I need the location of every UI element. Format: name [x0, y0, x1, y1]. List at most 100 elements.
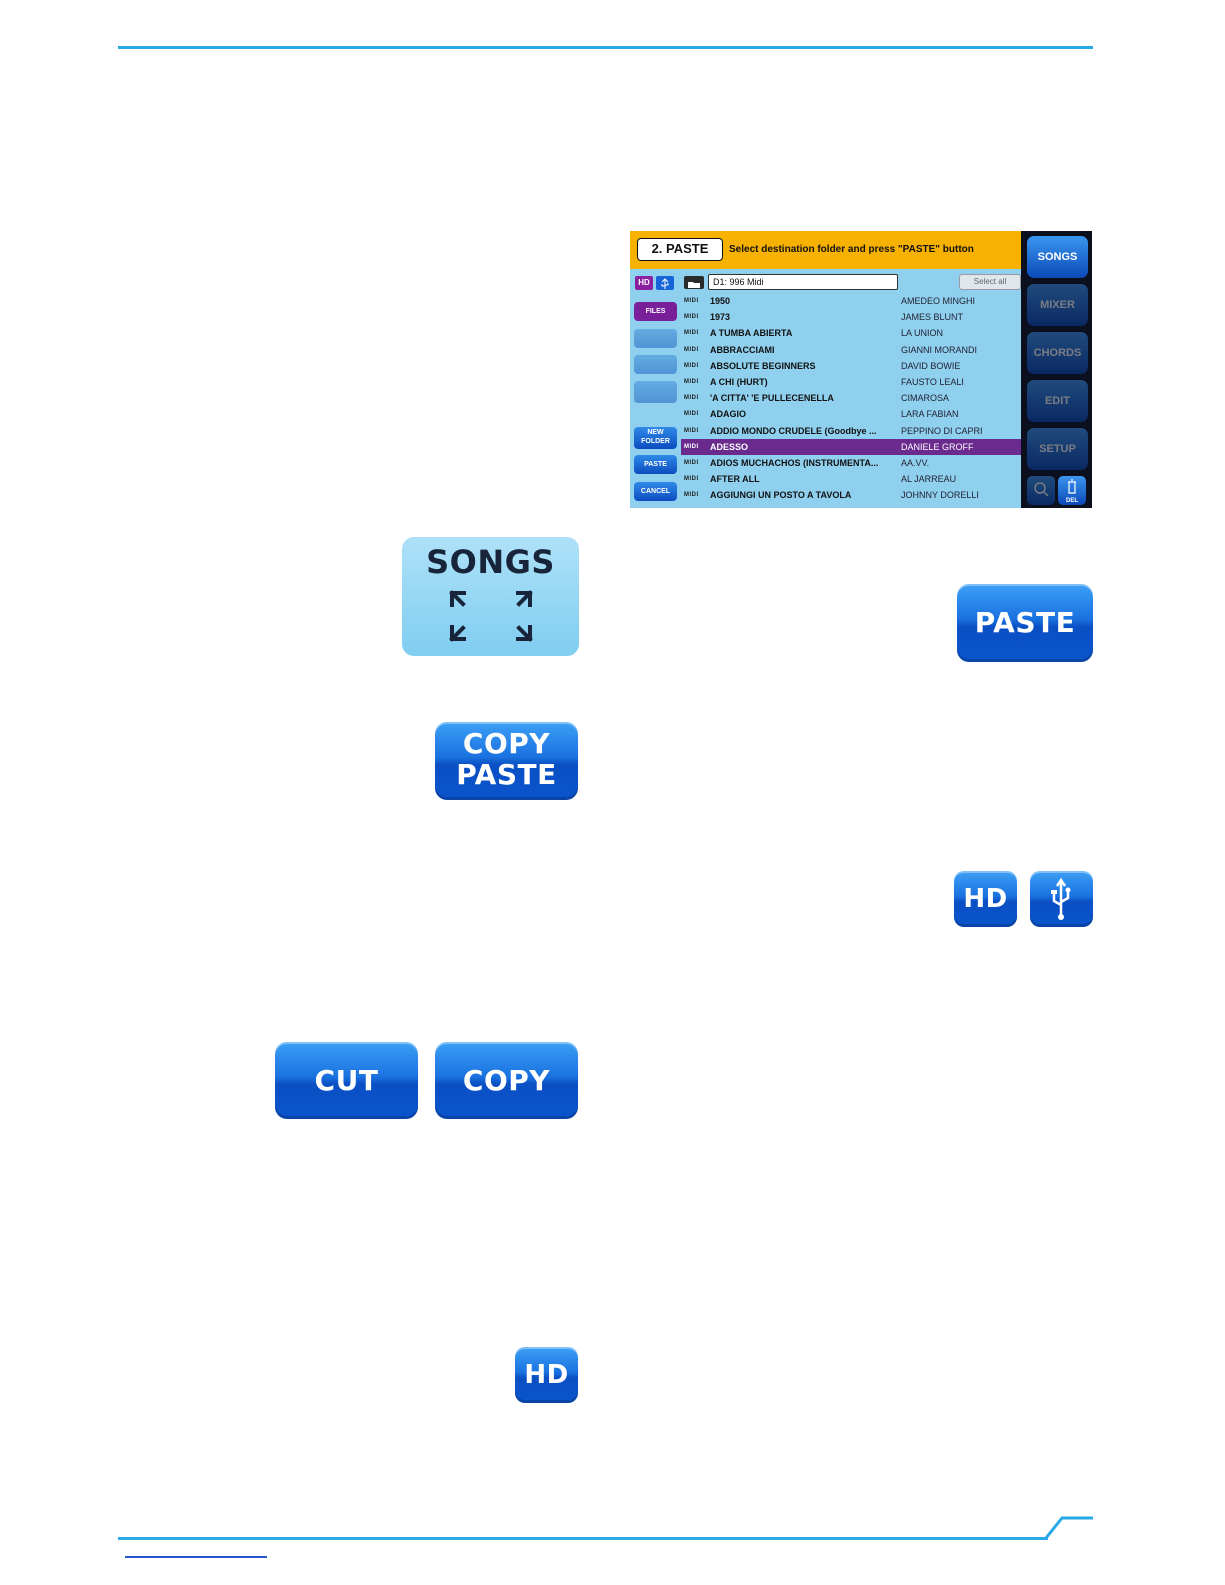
song-title: 1973 — [710, 312, 731, 323]
trash-icon — [1068, 479, 1076, 494]
midi-file-icon: MIDI — [684, 346, 699, 353]
screen-header: 2. PASTE Select destination folder and p… — [630, 231, 1021, 269]
midi-file-icon: MIDI — [684, 443, 699, 450]
select-all-button[interactable]: Select all — [959, 274, 1021, 290]
header-instruction: Select destination folder and press "PAS… — [729, 244, 974, 255]
mixer-tab-button[interactable]: MIXER — [1027, 284, 1088, 326]
copy-paste-button[interactable]: COPY PASTE — [435, 722, 578, 800]
cancel-button[interactable]: CANCEL — [634, 482, 677, 501]
song-artist: AA.VV. — [901, 458, 930, 468]
new-folder-label-2: FOLDER — [641, 438, 670, 445]
right-toolbar: SONGS MIXER CHORDS EDIT SETUP DEL — [1021, 231, 1092, 508]
song-artist: DAVID BOWIE — [901, 360, 961, 371]
expand-arrows-icon — [449, 590, 533, 642]
new-folder-label-1: NEW — [647, 429, 664, 436]
song-artist: GIANNI MORANDI — [901, 344, 978, 355]
song-row[interactable]: MIDI ABSOLUTE BEGINNERS DAVID BOWIE — [681, 358, 1021, 374]
song-title: ABSOLUTE BEGINNERS — [710, 360, 816, 371]
song-title: ABBRACCIAMI — [710, 344, 775, 355]
song-title: A TUMBA ABIERTA — [710, 328, 793, 339]
files-button[interactable]: FILES — [634, 302, 677, 321]
delete-label: DEL — [1066, 498, 1078, 504]
edit-tab-button[interactable]: EDIT — [1027, 380, 1088, 422]
setup-tab-button[interactable]: SETUP — [1027, 428, 1088, 470]
midi-file-icon: MIDI — [684, 314, 699, 321]
song-row[interactable]: MIDI AFTER ALL AL JARREAU — [681, 471, 1021, 487]
song-row[interactable]: MIDI ADESSO DANIELE GROFF — [681, 438, 1021, 455]
song-artist: AMEDEO MINGHI — [901, 296, 976, 306]
left-button-4[interactable] — [634, 381, 677, 403]
chords-tab-button[interactable]: CHORDS — [1027, 332, 1088, 374]
usb-source-button[interactable] — [656, 276, 674, 290]
song-artist: JAMES BLUNT — [901, 312, 964, 323]
song-artist: DANIELE GROFF — [901, 441, 974, 452]
song-title: AFTER ALL — [710, 474, 760, 485]
midi-file-icon: MIDI — [684, 460, 699, 466]
usb-icon — [661, 278, 669, 289]
midi-file-icon: MIDI — [684, 492, 699, 499]
song-row[interactable]: MIDI 1973 JAMES BLUNT — [681, 309, 1021, 325]
left-button-2[interactable] — [634, 329, 677, 348]
song-artist: LA UNION — [901, 328, 944, 339]
hd-source-button[interactable]: HD — [635, 276, 653, 290]
song-artist: JOHNNY DORELLI — [901, 490, 979, 501]
midi-file-icon: MIDI — [684, 476, 699, 483]
hd-small-button[interactable]: HD — [515, 1347, 578, 1403]
path-field[interactable]: D1: 996 Midi — [708, 274, 898, 290]
song-row[interactable]: MIDI ADAGIO LARA FABIAN — [681, 406, 1021, 422]
midi-file-icon: MIDI — [684, 298, 699, 304]
song-title: ADAGIO — [710, 409, 746, 420]
left-button-3[interactable] — [634, 355, 677, 374]
song-row[interactable]: MIDI A CHI (HURT) FAUSTO LEALI — [681, 374, 1021, 390]
top-rule — [118, 46, 1093, 49]
songs-tab-button[interactable]: SONGS — [1027, 236, 1088, 278]
song-title: 1950 — [710, 296, 731, 306]
copy-paste-label-2: PASTE — [456, 758, 557, 791]
song-title: A CHI (HURT) — [710, 377, 768, 387]
search-icon — [1034, 482, 1049, 497]
usb-icon — [1051, 877, 1071, 920]
copy-paste-label-1: COPY — [462, 727, 551, 760]
songs-big-button[interactable]: SONGS — [402, 537, 579, 656]
midi-file-icon: MIDI — [684, 362, 699, 369]
song-row[interactable]: MIDI ADIOS MUCHACHOS (INSTRUMENTA... AA.VV… — [681, 455, 1021, 471]
footer-link-underline — [125, 1556, 267, 1558]
song-artist: LARA FABIAN — [901, 409, 959, 420]
song-row[interactable]: MIDI 'A CITTA' 'E PULLECENELLA CIMAROSA — [681, 390, 1021, 406]
song-row[interactable]: MIDI ABBRACCIAMI GIANNI MORANDI — [681, 342, 1021, 358]
paste-screen: 2. PASTE Select destination folder and p… — [630, 231, 1092, 508]
song-title: AGGIUNGI UN POSTO A TAVOLA — [710, 490, 852, 501]
hd-button[interactable]: HD — [954, 871, 1017, 927]
song-row[interactable]: MIDI 1950 AMEDEO MINGHI — [681, 293, 1021, 309]
midi-file-icon: MIDI — [684, 330, 699, 337]
new-folder-button[interactable]: NEW FOLDER — [634, 427, 677, 449]
song-artist: FAUSTO LEALI — [901, 377, 964, 387]
copy-button[interactable]: COPY — [435, 1042, 578, 1119]
midi-file-icon: MIDI — [684, 379, 699, 385]
song-row[interactable]: MIDI AGGIUNGI UN POSTO A TAVOLA JOHNNY DOR… — [681, 487, 1021, 503]
step-badge: 2. PASTE — [637, 238, 723, 261]
bottom-rule — [118, 1537, 1048, 1540]
folder-icon[interactable] — [684, 276, 704, 289]
midi-file-icon: MIDI — [684, 411, 699, 418]
paste-big-button[interactable]: PASTE — [957, 584, 1093, 662]
song-artist: AL JARREAU — [901, 474, 957, 485]
paste-small-button[interactable]: PASTE — [634, 455, 677, 474]
midi-file-icon: MIDI — [684, 395, 699, 402]
search-button[interactable] — [1027, 476, 1055, 505]
cut-button[interactable]: CUT — [275, 1042, 418, 1119]
midi-file-icon: MIDI — [684, 427, 699, 434]
songs-big-label: SONGS — [426, 543, 555, 581]
song-title: 'A CITTA' 'E PULLECENELLA — [710, 393, 834, 404]
usb-button[interactable] — [1030, 871, 1093, 927]
song-artist: PEPPINO DI CAPRI — [901, 425, 983, 436]
song-title: ADESSO — [710, 441, 749, 452]
song-title: ADDIO MONDO CRUDELE (Goodbye ... — [710, 425, 877, 436]
song-list: D1: 996 Midi Select all MIDI 1950 AMEDEO M… — [681, 269, 1021, 508]
song-title: ADIOS MUCHACHOS (INSTRUMENTA... — [710, 458, 879, 468]
song-row[interactable]: MIDI A TUMBA ABIERTA LA UNION — [681, 325, 1021, 341]
left-toolbar: HD FILES NEW FOLDER PASTE CANCEL — [630, 269, 681, 508]
song-row[interactable]: MIDI ADDIO MONDO CRUDELE (Goodbye ... PEPP… — [681, 423, 1021, 439]
delete-button[interactable]: DEL — [1058, 476, 1086, 505]
song-artist: CIMAROSA — [901, 393, 950, 404]
